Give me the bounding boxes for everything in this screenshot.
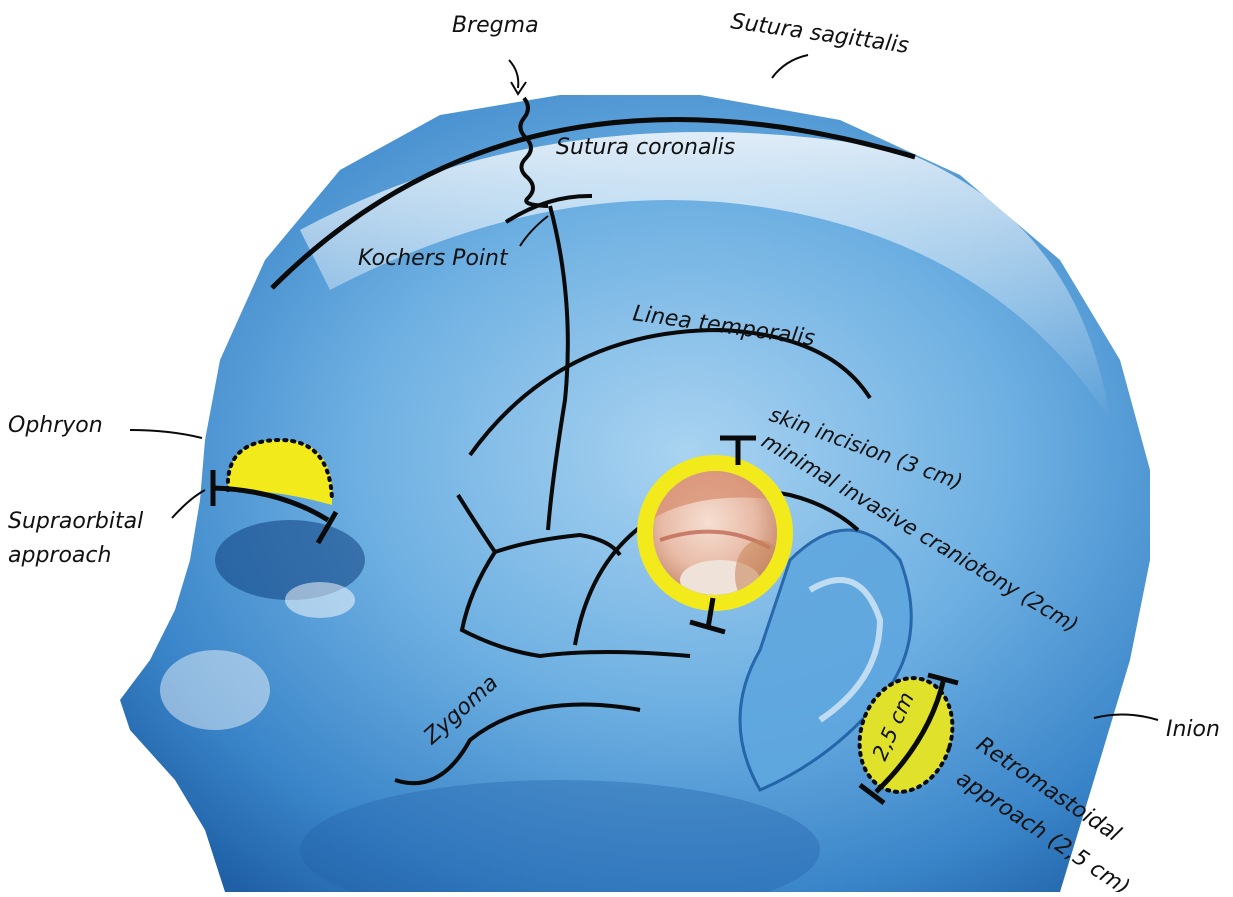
sagittal-pointer	[772, 55, 808, 78]
label-kochers-point: Kochers Point	[358, 246, 509, 271]
label-inion: Inion	[1166, 717, 1220, 742]
label-supraorbital-2: approach	[8, 543, 111, 568]
eye-shine	[285, 582, 355, 618]
ophryon-pointer	[130, 430, 202, 438]
bregma-pointer	[509, 60, 518, 88]
label-ophryon: Ophryon	[8, 413, 103, 438]
face-shine	[160, 650, 270, 730]
label-sutura-sagittalis: Sutura sagittalis	[729, 9, 910, 59]
label-sutura-coronalis: Sutura coronalis	[556, 135, 735, 160]
label-bregma: Bregma	[452, 13, 539, 38]
label-supraorbital-1: Supraorbital	[8, 509, 143, 534]
